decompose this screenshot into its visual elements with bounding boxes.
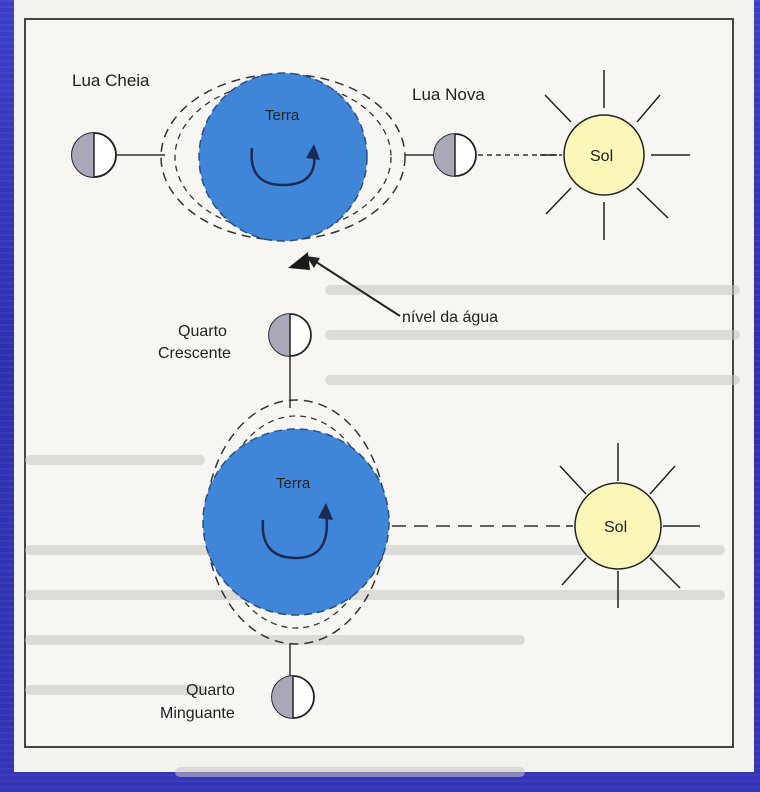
water-level-marker xyxy=(288,252,310,270)
earth-label-top: Terra xyxy=(265,107,300,124)
new-moon-label: Lua Nova xyxy=(412,85,485,104)
first-quarter-label-line1: Quarto xyxy=(178,323,227,340)
new-moon-icon xyxy=(434,134,476,176)
sun-top-icon xyxy=(540,70,690,240)
water-level-label: nível da água xyxy=(402,309,498,326)
last-quarter-label-line2: Minguante xyxy=(160,705,235,722)
sun-bottom-icon xyxy=(560,443,700,608)
first-quarter-moon-icon xyxy=(269,314,311,356)
last-quarter-moon-icon xyxy=(272,676,314,718)
earth-label-bottom: Terra xyxy=(276,475,311,492)
sun-label-top: Sol xyxy=(590,148,613,165)
full-moon-label: Lua Cheia xyxy=(72,71,150,90)
earth-bottom xyxy=(203,429,389,615)
sun-label-bottom: Sol xyxy=(604,519,627,536)
first-quarter-label-line2: Crescente xyxy=(158,345,231,362)
full-moon-icon xyxy=(72,133,116,177)
earth-top xyxy=(199,73,367,241)
last-quarter-label-line1: Quarto xyxy=(186,682,235,699)
